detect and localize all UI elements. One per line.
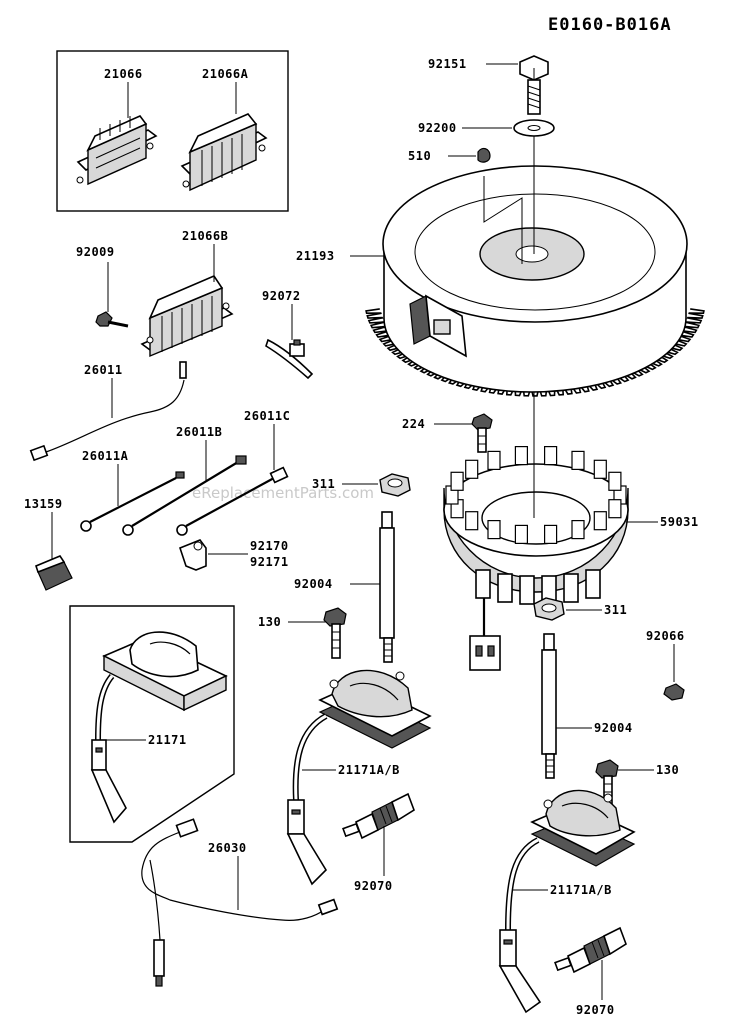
- regulator-21066A: [180, 113, 268, 192]
- stator-tooth: [465, 511, 479, 531]
- callout-92151: 92151: [428, 57, 467, 71]
- stator-tooth: [593, 511, 607, 531]
- clamp-92072: [265, 338, 314, 380]
- callout-21193: 21193: [296, 249, 335, 263]
- callout-92066: 92066: [646, 629, 685, 643]
- stator-59031: [443, 446, 629, 671]
- bolt-130-right: [595, 759, 619, 807]
- callout-92070-right: 92070: [576, 1003, 615, 1016]
- screw-92009: [95, 311, 129, 328]
- callout-311-bottom: 311: [604, 603, 627, 617]
- stator-tooth: [593, 459, 607, 479]
- callout-26030: 26030: [208, 841, 247, 855]
- callout-26011C: 26011C: [244, 409, 290, 423]
- spark-plug-92070-right: [554, 926, 627, 974]
- callout-26011A: 26011A: [82, 449, 129, 463]
- callout-92170: 92170: [250, 539, 289, 553]
- nut-92066: [663, 683, 685, 701]
- lead-wire-26011: [29, 361, 187, 462]
- stator-tooth: [608, 471, 622, 491]
- lead-wire-26030: [141, 818, 339, 987]
- callout-92009: 92009: [76, 245, 115, 259]
- stator-tooth: [571, 450, 585, 470]
- flywheel-21193: [365, 165, 705, 397]
- key-510: [477, 147, 491, 163]
- stator-tooth: [450, 471, 464, 491]
- spacer-92004-left: [379, 511, 395, 663]
- callout-21066A: 21066A: [202, 67, 249, 81]
- leader-keyway: [483, 176, 523, 264]
- stator-tooth: [487, 450, 501, 470]
- callout-130-right: 130: [656, 763, 679, 777]
- stator-tooth: [543, 524, 558, 545]
- lead-wire-26011C: [176, 466, 289, 536]
- screw-224: [471, 413, 493, 453]
- callout-21066B: 21066B: [182, 229, 228, 243]
- spacer-92004-right: [541, 633, 557, 779]
- ignition-coil-21171: [90, 631, 228, 824]
- stator-tooth: [465, 459, 479, 479]
- connector-13159: [35, 555, 73, 591]
- ignition-coil-21171AB-center: [286, 669, 432, 886]
- ignition-coil-box: [69, 605, 235, 843]
- ignition-coil-21171AB-right: [498, 789, 636, 1014]
- callout-21171AB-center: 21171A/B: [338, 763, 400, 777]
- callout-92070-center: 92070: [354, 879, 393, 893]
- callout-92072: 92072: [262, 289, 301, 303]
- stator-tooth: [608, 499, 622, 519]
- callout-510: 510: [408, 149, 431, 163]
- stator-tooth: [514, 524, 529, 545]
- callout-224: 224: [402, 417, 425, 431]
- regulator-21066B: [140, 275, 234, 358]
- callout-26011B: 26011B: [176, 425, 222, 439]
- callout-92004-right: 92004: [594, 721, 633, 735]
- washer-92200: [513, 119, 555, 137]
- stator-tooth: [514, 446, 529, 466]
- stator-tooth: [543, 446, 558, 466]
- lead-wire-26011A: [80, 471, 185, 532]
- callout-59031: 59031: [660, 515, 699, 529]
- callout-21066: 21066: [104, 67, 143, 81]
- nut-311-top: [379, 473, 411, 497]
- bolt-92151: [519, 55, 549, 115]
- callout-311-top: 311: [312, 477, 335, 491]
- callout-21171AB-right: 21171A/B: [550, 883, 612, 897]
- spark-plug-92070-center: [342, 792, 415, 840]
- callout-21171: 21171: [148, 733, 187, 747]
- callout-130-left: 130: [258, 615, 281, 629]
- stator-tooth: [487, 519, 501, 540]
- clip-92170: [179, 539, 207, 571]
- callout-92200: 92200: [418, 121, 457, 135]
- callout-92004-left: 92004: [294, 577, 333, 591]
- nut-311-bottom: [533, 597, 565, 621]
- watermark: eReplacementParts.com: [192, 484, 374, 502]
- stator-tooth: [571, 519, 585, 540]
- regulator-options-box: [56, 50, 289, 212]
- callout-92171: 92171: [250, 555, 289, 569]
- callout-26011: 26011: [84, 363, 123, 377]
- diagram-code: E0160-B016A: [548, 15, 672, 35]
- bolt-130-left: [323, 607, 347, 659]
- callout-13159: 13159: [24, 497, 63, 511]
- regulator-21066: [76, 115, 158, 186]
- lead-wire-26011B: [122, 455, 247, 536]
